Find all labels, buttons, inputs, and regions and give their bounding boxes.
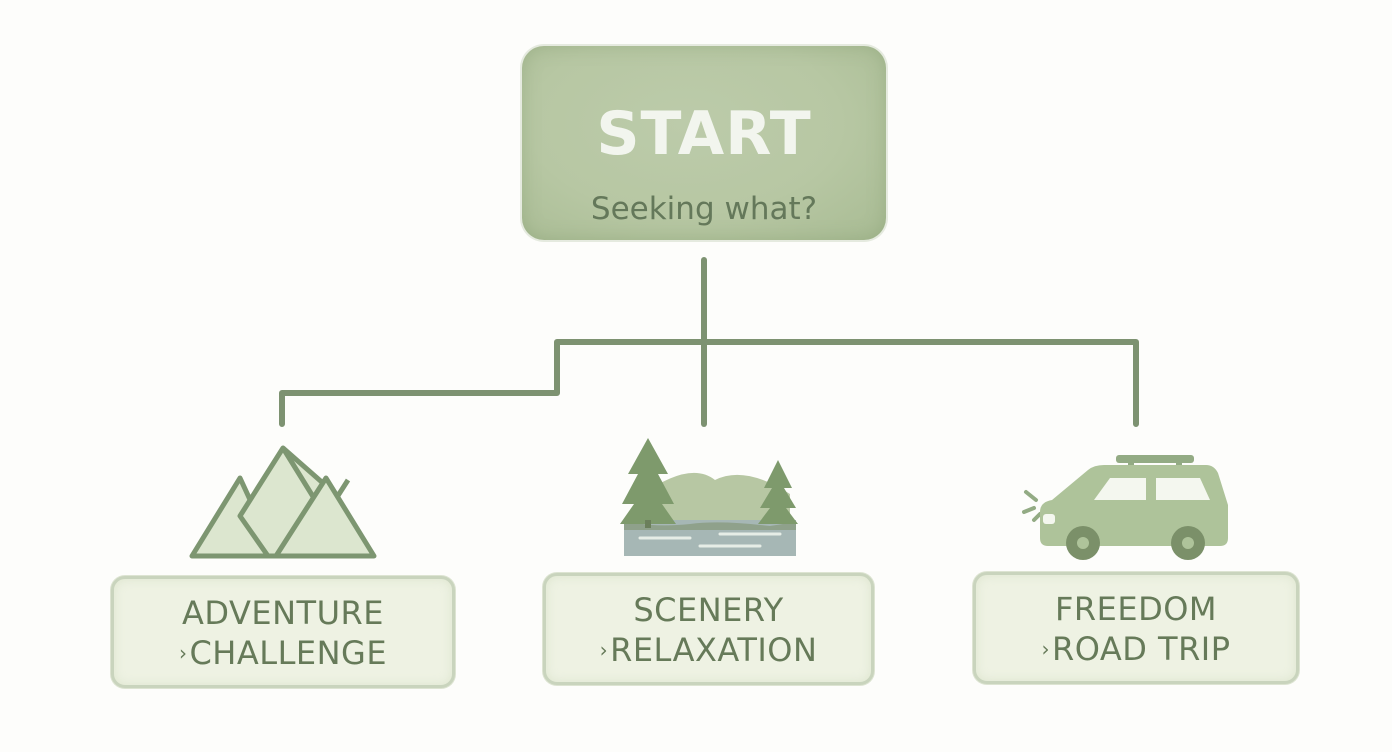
start-title: START xyxy=(596,99,812,169)
option-subtitle: CHALLENGE xyxy=(189,634,388,672)
arrow-icon: › xyxy=(1041,637,1050,661)
option-adventure: ADVENTURE ›CHALLENGE xyxy=(111,576,455,688)
arrow-icon: › xyxy=(599,638,609,662)
connector-left-branch xyxy=(279,339,707,427)
option-subtitle: ROAD TRIP xyxy=(1051,630,1231,668)
option-title: SCENERY xyxy=(633,591,784,629)
option-freedom: FREEDOM ›ROAD TRIP xyxy=(973,572,1299,684)
lake-trees-icon xyxy=(620,438,798,556)
start-subtitle: Seeking what? xyxy=(590,191,818,227)
arrow-icon: › xyxy=(178,641,188,665)
option-title: ADVENTURE xyxy=(182,594,384,632)
connector-right-branch xyxy=(701,339,1139,427)
start-node: START Seeking what? xyxy=(522,46,886,240)
option-subtitle-row: ›CHALLENGE xyxy=(114,633,452,673)
mountain-icon xyxy=(189,445,377,559)
connector-lines xyxy=(279,257,1139,427)
option-title: FREEDOM xyxy=(1054,590,1217,628)
car-icon xyxy=(1022,455,1228,560)
option-scenery: SCENERY ›RELAXATION xyxy=(543,573,874,685)
option-subtitle-row: ›ROAD TRIP xyxy=(976,629,1296,669)
option-subtitle-row: ›RELAXATION xyxy=(546,630,871,670)
option-subtitle: RELAXATION xyxy=(610,631,818,669)
